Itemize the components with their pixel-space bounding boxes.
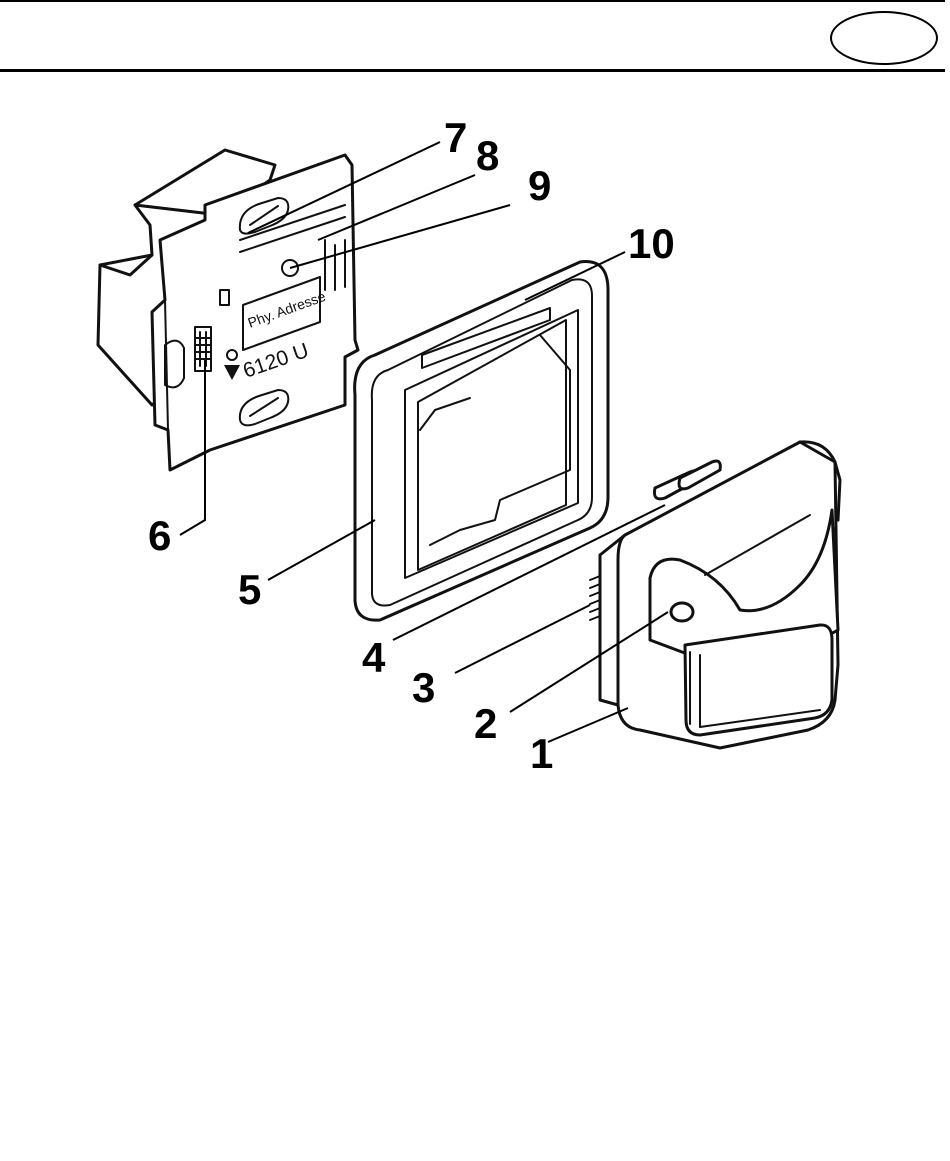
callout-10: 10 — [628, 220, 675, 267]
callout-6: 6 — [148, 512, 171, 559]
callout-3: 3 — [412, 664, 435, 711]
callout-9: 9 — [528, 162, 551, 209]
callout-7: 7 — [444, 114, 467, 161]
led-indicator — [671, 603, 693, 621]
callout-5: 5 — [238, 566, 261, 613]
callout-4: 4 — [362, 634, 386, 681]
bus-coupler-unit: Phy. Adresse 6120 U — [98, 150, 358, 470]
contact-pin-b — [679, 461, 720, 489]
callout-8: 8 — [476, 132, 499, 179]
motion-detector — [590, 442, 840, 748]
callout-1: 1 — [530, 730, 553, 777]
cover-frame — [355, 262, 608, 621]
leader-1 — [548, 708, 628, 742]
callout-2: 2 — [474, 700, 497, 747]
leader-3 — [455, 605, 590, 673]
